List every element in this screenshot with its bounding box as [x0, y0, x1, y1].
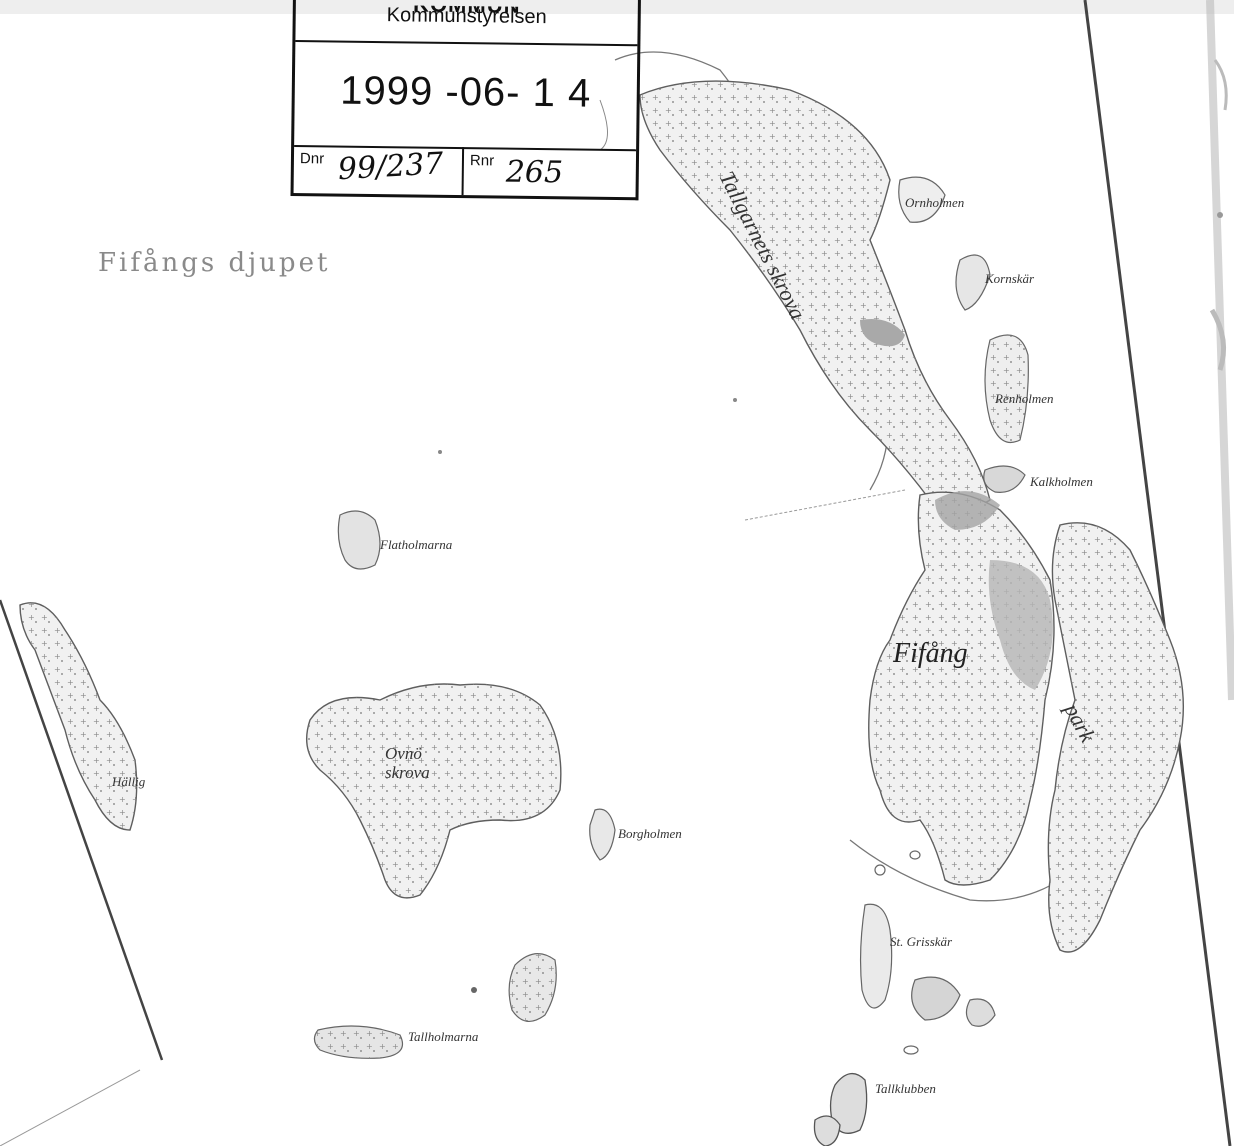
- depth-mark: [1217, 212, 1223, 218]
- depth-mark: [733, 398, 737, 402]
- frame-line-right: [1083, 0, 1232, 1146]
- island-flatholmarna: [337, 510, 381, 570]
- edge-scribble: [1213, 59, 1228, 111]
- frame-edge-shadow: [1206, 0, 1234, 701]
- fifang-shade-north: [935, 491, 1000, 530]
- island-kalkholmen: [983, 465, 1026, 493]
- label-ovno-skrova: Ovnö skrova: [385, 744, 430, 782]
- depth-contour-north: [599, 99, 608, 151]
- rock-marker: [909, 850, 921, 860]
- frame-corner-line: [0, 1069, 141, 1146]
- label-borgholmen: Borgholmen: [618, 826, 682, 841]
- depth-mark: [438, 450, 442, 454]
- top-fade-strip: [0, 0, 1234, 14]
- stamp-dnr-value: 99/237: [336, 146, 445, 188]
- label-fifangs-djupet: Fifångs djupet: [98, 248, 331, 278]
- island-kornskar: [955, 254, 991, 311]
- depth-mark: [471, 987, 477, 993]
- dashed-line: [744, 489, 906, 521]
- frame-line-left: [0, 599, 164, 1061]
- island-renholmen-dots: [985, 335, 1029, 443]
- label-tallklubben: Tallklubben: [875, 1081, 936, 1096]
- rock-marker: [874, 864, 886, 876]
- label-hallig: Hällig: [112, 774, 146, 789]
- label-kornskar: Kornskär: [985, 271, 1035, 286]
- island-ovno-dots: [306, 684, 561, 898]
- fifang-shade: [988, 560, 1053, 690]
- stamp-rnr-label: Rnr: [469, 152, 495, 170]
- label-fifang: Fifång: [893, 638, 968, 669]
- island-borgholmen: [589, 808, 616, 861]
- edge-scribble: [1209, 308, 1227, 371]
- stamp-rnr-value: 265: [505, 154, 564, 191]
- label-ornholmen: Ornholmen: [905, 195, 965, 210]
- island-south-islet-dots: [509, 953, 557, 1022]
- island-fifang-dots: [868, 492, 1054, 885]
- island-east-park-dots: [1048, 522, 1184, 952]
- island-tallgarnets-dots: [640, 81, 990, 510]
- island-ornholmen: [898, 176, 946, 223]
- island-karen-dots: [20, 602, 137, 830]
- island-st-grisskar: [859, 903, 893, 1009]
- label-flatholmarna: Flatholmarna: [380, 537, 453, 552]
- island-tallholmarna-dots: [314, 1026, 403, 1059]
- island-tallklubben-south: [813, 1115, 841, 1146]
- stamp-header: KOMMUN Kommunstyrelsen: [295, 0, 638, 47]
- island-grisskar-rock: [965, 998, 996, 1027]
- label-tallholmarna: Tallholmarna: [408, 1029, 479, 1044]
- island-grisskar-small: [911, 976, 961, 1021]
- stamp-department: Kommunstyrelsen: [386, 4, 547, 29]
- rock-marker: [903, 1045, 919, 1055]
- island-tallklubben: [829, 1073, 868, 1134]
- island-shade: [860, 319, 905, 347]
- label-kalkholmen: Kalkholmen: [1030, 474, 1093, 489]
- label-renholmen: Renholmen: [995, 391, 1054, 406]
- stamp-date: 1999 -06- 1 4: [340, 68, 592, 116]
- depth-contour-south: [849, 839, 1061, 902]
- stamp-dnr-label: Dnr: [299, 150, 325, 168]
- registration-stamp: KOMMUN Kommunstyrelsen 1999 -06- 1 4 Dnr…: [290, 0, 641, 201]
- label-st-grisskar: St. Grisskär: [890, 934, 953, 949]
